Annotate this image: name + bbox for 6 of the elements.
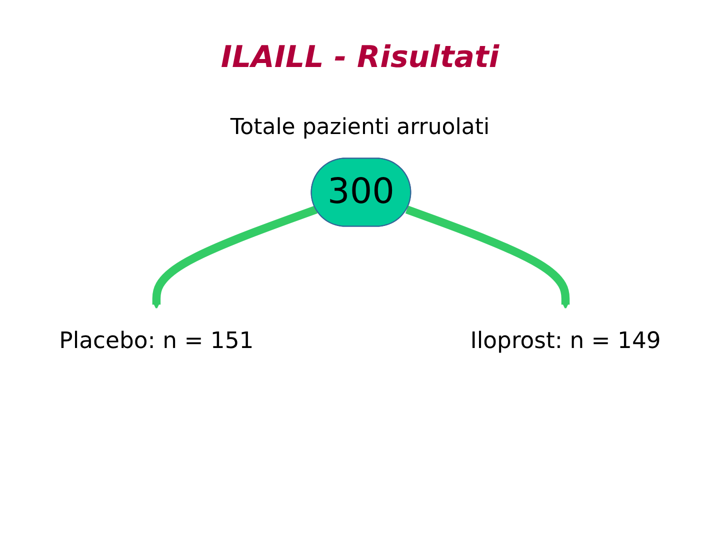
node-text: Iloprost: n = 149: [470, 328, 661, 354]
arrow: [405, 206, 570, 310]
title: ILAILL - Risultati: [220, 40, 500, 75]
label-text: Totale pazienti arruolati: [230, 115, 490, 140]
arrow: [152, 206, 318, 310]
node-text: Placebo: n = 151: [59, 328, 254, 354]
